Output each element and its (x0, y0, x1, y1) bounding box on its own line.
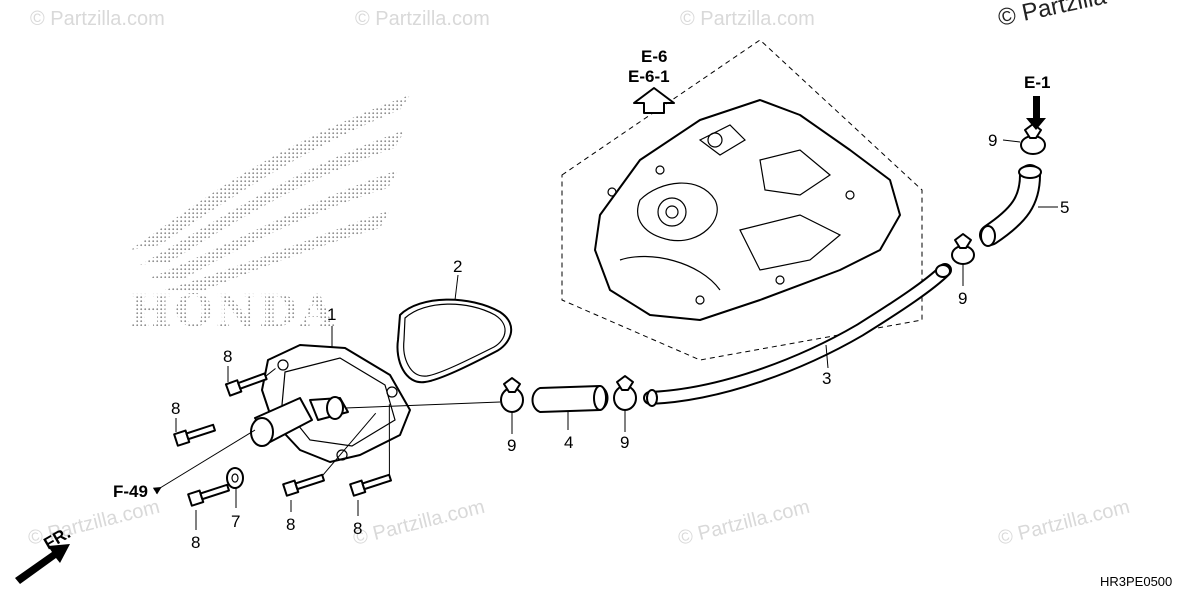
callout-2: 2 (453, 257, 462, 276)
washer (226, 467, 244, 508)
hose-clamp-top (1002, 123, 1046, 155)
watermark-top-center-left: © Partzilla.com (355, 8, 490, 30)
watermark-top-center-right: © Partzilla.com (680, 8, 815, 30)
callout-8-bottom-left: 8 (191, 533, 200, 552)
bolt-bottom-right (349, 404, 392, 497)
callout-4: 4 (564, 433, 573, 452)
callout-8-bottom-right: 8 (353, 519, 362, 538)
watermark-top-left: © Partzilla.com (30, 8, 165, 30)
down-arrow-icon (1026, 96, 1046, 130)
ref-e6-label: E-6 (641, 47, 667, 66)
honda-wing-logo: HONDA (130, 95, 410, 337)
ref-f49-label: F-49 (113, 482, 148, 501)
callout-5: 5 (1060, 198, 1069, 217)
long-water-hose (643, 263, 952, 407)
bolt-top (224, 368, 276, 397)
callout-9-mid-right: 9 (958, 289, 967, 308)
bolt-group (173, 366, 392, 530)
callout-8-bottom-center: 8 (286, 515, 295, 534)
callout-7: 7 (231, 512, 240, 531)
bent-hose (979, 164, 1058, 247)
diagram-code: HR3PE0500 (1100, 574, 1172, 589)
up-arrow-reference: E-6 E-6-1 (628, 47, 675, 114)
bolt-bottom-center (282, 412, 377, 497)
o-ring (396, 274, 513, 384)
hose-clamp-center-right (613, 375, 637, 432)
callout-9-center-right: 9 (620, 433, 629, 452)
bolt-bottom-left (187, 483, 230, 507)
callout-8-left: 8 (171, 399, 180, 418)
hose-clamp-group (500, 123, 1046, 434)
water-pump-cover (250, 326, 501, 463)
ref-e6-1-label: E-6-1 (628, 67, 670, 86)
watermark-layer: © Partzilla.com © Partzilla.com © Partzi… (26, 0, 1132, 550)
watermark-top-right: © Partzilla (996, 0, 1110, 32)
bolt-left (173, 423, 216, 447)
callout-9-top: 9 (988, 131, 997, 150)
callout-1: 1 (327, 305, 336, 324)
watermark-bottom-center-left: © Partzilla.com (351, 496, 487, 550)
short-water-hose (531, 385, 609, 430)
callout-8-top: 8 (223, 347, 232, 366)
hose-clamp-mid-right (951, 233, 975, 286)
ref-e1-label: E-1 (1024, 73, 1050, 92)
hose-clamp-center-left (500, 377, 524, 434)
f49-leader-line (152, 429, 256, 495)
watermark-bottom-center-right: © Partzilla.com (676, 496, 812, 550)
callout-9-center-left: 9 (507, 436, 516, 455)
honda-wordmark: HONDA (130, 286, 337, 337)
up-arrow-icon (633, 87, 675, 114)
engine-reference-outline (561, 39, 923, 361)
callout-3: 3 (822, 369, 831, 388)
engine-crankcase (594, 99, 901, 321)
watermark-bottom-right: © Partzilla.com (996, 496, 1132, 550)
